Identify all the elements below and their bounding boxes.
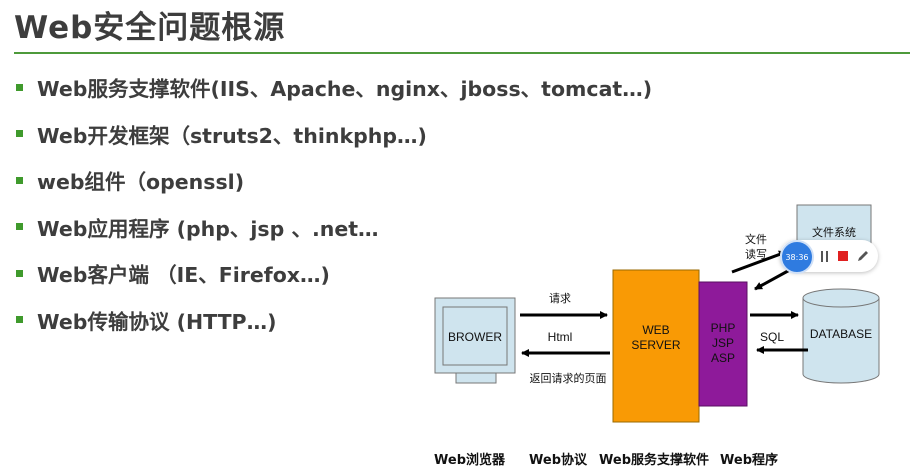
browser-monitor-icon xyxy=(434,297,516,384)
recording-toolbar: 38:36 xyxy=(780,240,878,274)
bullet-square-icon xyxy=(16,223,23,231)
bullet-square-icon xyxy=(16,130,23,138)
pen-icon[interactable] xyxy=(856,249,870,263)
database-label: DATABASE xyxy=(810,327,872,341)
bullet-text: Web开发框架（struts2、thinkphp…) xyxy=(37,123,427,148)
filesystem-label: 文件系统 xyxy=(812,225,856,239)
program-label-jsp: JSP xyxy=(712,336,734,350)
bullet-text: Web客户端 （IE、Firefox…) xyxy=(37,263,330,288)
program-label-asp: ASP xyxy=(711,351,735,365)
bullet-text: web组件（openssl) xyxy=(37,170,245,195)
recording-timer[interactable]: 38:36 xyxy=(780,240,814,274)
bottom-label-protocol: Web协议 xyxy=(529,453,587,468)
web-server-label-1: WEB xyxy=(642,323,669,337)
title-divider xyxy=(14,52,910,54)
bullet-text: Web服务支撑软件(IIS、Apache、nginx、jboss、tomcat…… xyxy=(37,77,653,102)
bullet-text: Web传输协议 (HTTP…) xyxy=(37,309,277,334)
bullet-item: Web开发框架（struts2、thinkphp…) xyxy=(14,111,652,158)
bullet-list: Web服务支撑软件(IIS、Apache、nginx、jboss、tomcat…… xyxy=(14,64,652,343)
bullet-item: Web服务支撑软件(IIS、Apache、nginx、jboss、tomcat…… xyxy=(14,64,652,111)
request-label: 请求 xyxy=(549,292,571,305)
bottom-label-browser: Web浏览器 xyxy=(434,453,505,468)
stop-icon[interactable] xyxy=(838,251,848,261)
pause-icon[interactable] xyxy=(820,251,830,262)
bullet-square-icon xyxy=(16,316,23,324)
bullet-item: web组件（openssl) xyxy=(14,157,652,204)
bottom-label-program: Web程序 xyxy=(720,453,778,468)
bullet-square-icon xyxy=(16,269,23,277)
bullet-square-icon xyxy=(16,83,23,91)
program-label-php: PHP xyxy=(711,321,736,335)
bullet-item: Web应用程序 (php、jsp 、.net… xyxy=(14,204,652,251)
web-program-box xyxy=(698,281,748,407)
slide-title: Web安全问题根源 xyxy=(14,10,286,46)
html-label: Html xyxy=(548,330,573,344)
bullet-text: Web应用程序 (php、jsp 、.net… xyxy=(37,216,379,241)
file-write-arrow xyxy=(731,250,787,274)
bullet-item: Web客户端 （IE、Firefox…) xyxy=(14,250,652,297)
web-server-label-2: SERVER xyxy=(631,338,680,352)
database-cylinder-icon xyxy=(802,288,880,384)
bullet-item: Web传输协议 (HTTP…) xyxy=(14,297,652,344)
file-rw-label-1: 文件 xyxy=(745,232,767,246)
browser-label: BROWER xyxy=(448,330,502,344)
bullet-square-icon xyxy=(16,176,23,184)
response-label: 返回请求的页面 xyxy=(530,371,607,385)
bottom-label-server-software: Web服务支撑软件 xyxy=(599,453,709,468)
web-server-box xyxy=(612,269,700,423)
sql-label: SQL xyxy=(760,330,784,344)
file-rw-label-2: 读写 xyxy=(745,247,767,261)
